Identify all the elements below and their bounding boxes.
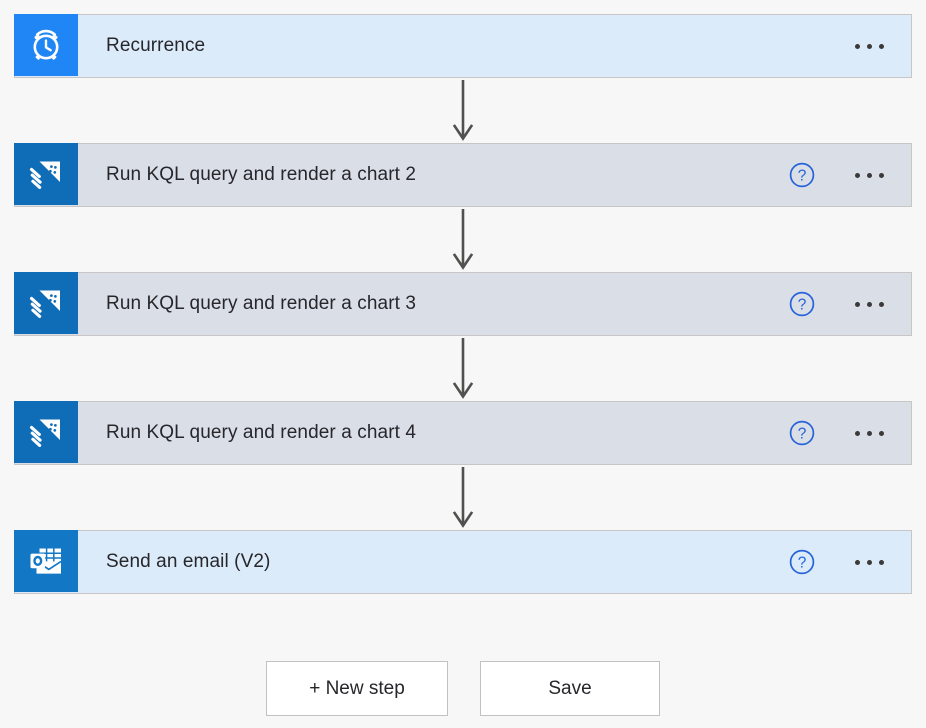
flow-step-title: Send an email (V2) [106,551,271,572]
flow-step-actions: ? [785,273,911,335]
flow-step-title: Run KQL query and render a chart 3 [106,293,417,314]
help-icon[interactable]: ? [785,416,819,450]
flow-step-actions: ? [785,402,911,464]
overflow-menu-icon[interactable] [847,29,891,63]
flow-step-actions: ? [785,531,911,593]
azure-data-explorer-kusto-icon [14,401,78,463]
flow-step-actions [847,15,911,77]
save-button[interactable]: Save [480,661,660,716]
new-step-button[interactable]: + New step [266,661,448,716]
svg-text:?: ? [798,555,807,572]
svg-text:?: ? [798,426,807,443]
overflow-menu-icon[interactable] [847,287,891,321]
svg-text:?: ? [798,168,807,185]
overflow-menu-icon[interactable] [847,545,891,579]
flow-action-buttons: + New step Save [266,661,660,716]
flow-step-title: Recurrence [106,35,206,56]
azure-data-explorer-kusto-icon [14,143,78,205]
flow-step-card[interactable]: Run KQL query and render a chart 4? [14,401,912,465]
help-icon[interactable]: ? [785,287,819,321]
flow-step-card[interactable]: Run KQL query and render a chart 3? [14,272,912,336]
svg-text:?: ? [798,297,807,314]
flow-step-card[interactable]: Send an email (V2)? [14,530,912,594]
overflow-menu-icon[interactable] [847,158,891,192]
flow-connector-arrow [452,467,474,532]
flow-step-card[interactable]: Recurrence [14,14,912,78]
flow-step-title: Run KQL query and render a chart 4 [106,422,417,443]
flow-step-actions: ? [785,144,911,206]
flow-step-card[interactable]: Run KQL query and render a chart 2? [14,143,912,207]
alarm-clock-icon [14,14,78,76]
azure-data-explorer-kusto-icon [14,272,78,334]
flow-connector-arrow [452,338,474,403]
flow-step-title: Run KQL query and render a chart 2 [106,164,417,185]
help-icon[interactable]: ? [785,158,819,192]
help-icon[interactable]: ? [785,545,819,579]
flow-connector-arrow [452,80,474,145]
outlook-envelope-icon [14,530,78,592]
flow-connector-arrow [452,209,474,274]
overflow-menu-icon[interactable] [847,416,891,450]
